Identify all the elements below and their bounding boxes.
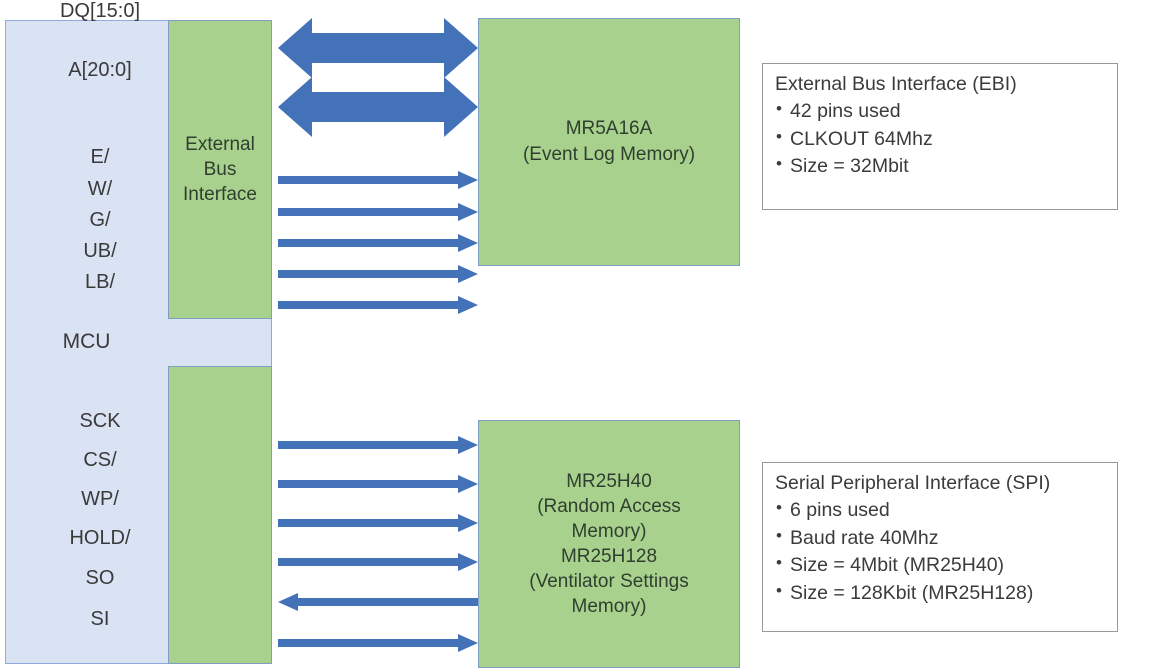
signal-a-20-0-label: A[20:0] xyxy=(68,59,132,81)
spi-interface-block xyxy=(168,366,272,664)
signal-g-label: G/ xyxy=(89,209,111,231)
info-panel-ebi-title: External Bus Interface (EBI) xyxy=(775,73,1017,95)
signal-cs-label: CS/ xyxy=(83,449,117,471)
signal-e-label: E/ xyxy=(90,146,110,168)
ebi-label-line-3: Interface xyxy=(183,184,257,206)
signal-so-label: SO xyxy=(85,567,115,589)
list-item: Size = 128Kbit (MR25H128) xyxy=(775,579,1105,608)
info-panel-spi-title: Serial Peripheral Interface (SPI) xyxy=(775,472,1051,494)
signal-w-label: W/ xyxy=(87,178,113,200)
mem-bottom-line-4: MR25H128 xyxy=(560,546,658,567)
mem-top-line-2: (Event Log Memory) xyxy=(522,144,696,165)
signal-dq-15-0-label: DQ[15:0] xyxy=(59,0,141,22)
info-panel-spi-bullets: 6 pins used Baud rate 40Mhz Size = 4Mbit… xyxy=(775,496,1105,608)
mem-bottom-line-3: Memory) xyxy=(571,520,647,542)
list-item: CLKOUT 64Mhz xyxy=(775,125,1105,154)
mem-bottom-line-1: MR25H40 xyxy=(566,470,652,492)
list-item: Size = 32Mbit xyxy=(775,152,1105,181)
list-item: Baud rate 40Mhz xyxy=(775,524,1105,553)
ebi-label-line-2: Bus xyxy=(203,158,237,180)
info-panel-ebi: External Bus Interface (EBI) 42 pins use… xyxy=(762,63,1118,210)
mcu-label: MCU xyxy=(62,330,111,353)
external-bus-interface-block: External Bus Interface xyxy=(168,20,272,319)
signal-lb-label: LB/ xyxy=(84,271,116,293)
mem-bottom-line-5: (Ventilator Settings xyxy=(529,571,689,593)
mem-top-line-1: MR5A16A xyxy=(565,118,653,140)
signal-si-label: SI xyxy=(90,608,110,630)
memory-block-ram-settings: MR25H40 (Random Access Memory) MR25H128 … xyxy=(478,420,740,668)
list-item: Size = 4Mbit (MR25H40) xyxy=(775,551,1105,580)
signal-wp-label: WP/ xyxy=(81,488,119,510)
signal-sck-label: SCK xyxy=(79,410,121,432)
ebi-label-line-1: External xyxy=(185,133,255,155)
info-panel-spi: Serial Peripheral Interface (SPI) 6 pins… xyxy=(762,462,1118,632)
signal-hold-label: HOLD/ xyxy=(69,527,131,549)
list-item: 6 pins used xyxy=(775,496,1105,525)
list-item: 42 pins used xyxy=(775,97,1105,126)
mem-bottom-line-2: (Random Access xyxy=(537,495,681,517)
memory-block-event-log: MR5A16A (Event Log Memory) xyxy=(478,18,740,266)
signal-ub-label: UB/ xyxy=(83,240,117,262)
mem-bottom-line-6: Memory) xyxy=(571,596,647,618)
info-panel-ebi-bullets: 42 pins used CLKOUT 64Mhz Size = 32Mbit xyxy=(775,97,1105,181)
